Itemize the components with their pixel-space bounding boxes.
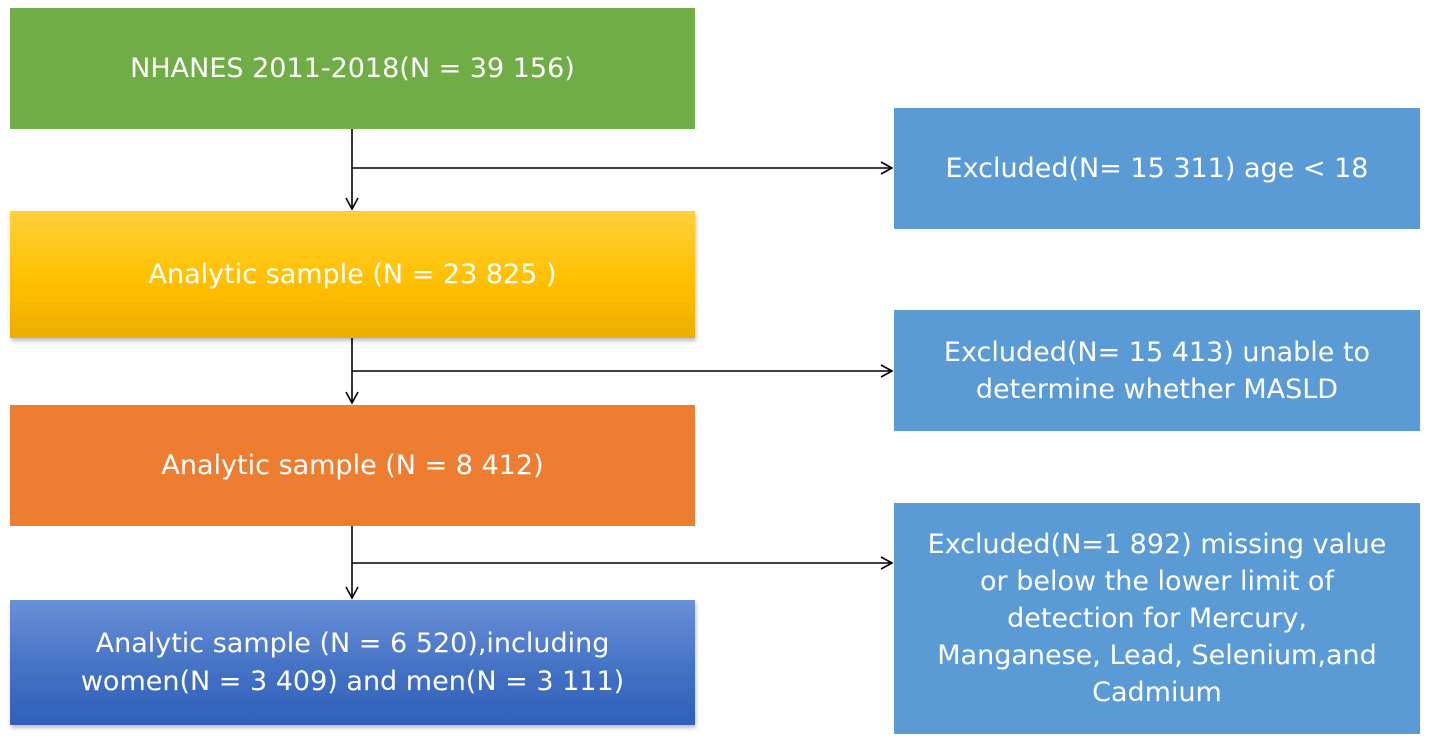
exclusion-metals: Excluded(N=1 892) missing value or below… [894, 503, 1420, 734]
step-masld-sample: Analytic sample (N = 8 412) [10, 405, 695, 526]
exclusion-age: Excluded(N= 15 311) age < 18 [894, 108, 1420, 229]
exclusion-masld-label: Excluded(N= 15 413) unable to determine … [943, 336, 1371, 405]
step-final-sample-label: Analytic sample (N = 6 520),including wo… [80, 627, 625, 697]
step-final-sample: Analytic sample (N = 6 520),including wo… [10, 600, 695, 725]
exclusion-age-label: Excluded(N= 15 311) age < 18 [945, 153, 1369, 184]
step-nhanes-total: NHANES 2011-2018(N = 39 156) [10, 8, 695, 129]
exclusion-masld: Excluded(N= 15 413) unable to determine … [894, 310, 1420, 431]
step-masld-sample-label: Analytic sample (N = 8 412) [161, 449, 544, 481]
exclusion-metals-label: Excluded(N=1 892) missing value or below… [927, 529, 1387, 708]
step-adult-sample-label: Analytic sample (N = 23 825 ) [148, 258, 557, 290]
step-adult-sample: Analytic sample (N = 23 825 ) [10, 211, 695, 338]
step-nhanes-total-label: NHANES 2011-2018(N = 39 156) [130, 52, 575, 84]
